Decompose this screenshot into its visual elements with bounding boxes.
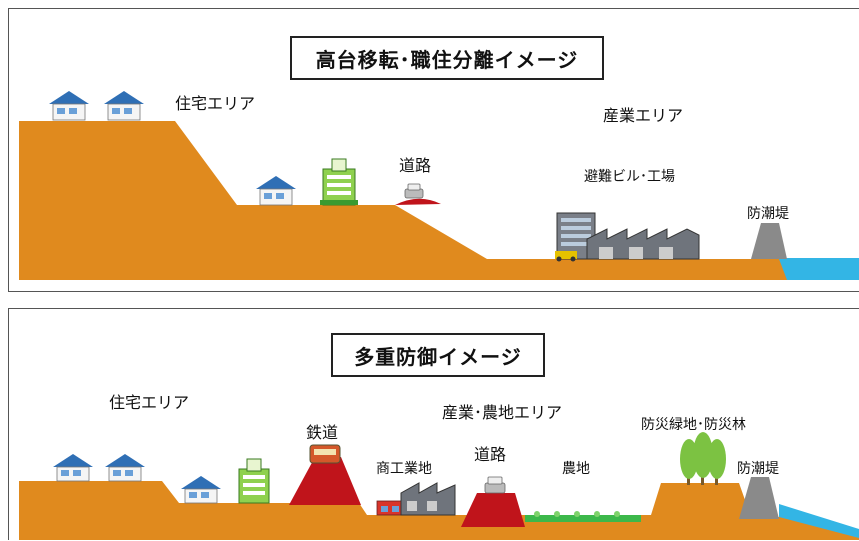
car-icon [404,183,424,199]
house-icon [105,454,145,482]
panel-multiple-defense: 多重防御イメージ 住宅エリア 鉄道 産業･農地エリア 商工業地 道路 農地 防災… [8,308,859,540]
label-road: 道路 [474,445,507,464]
panel-high-ground-relocation: 高台移転･職住分離イメージ 住宅エリア 道路 産業エリア 避難ビル･工場 防潮堤 [8,8,859,292]
house-icon [104,91,144,121]
road-embankment [395,198,441,205]
hospital-building-icon [238,458,270,504]
truck-icon [555,251,577,262]
ground-terrain [19,121,787,280]
farmland-strip [525,515,641,522]
house-icon [256,176,296,206]
label-seawall: 防潮堤 [737,461,779,477]
crops-icon [534,511,620,517]
label-seawall: 防潮堤 [747,206,789,222]
label-road: 道路 [399,156,432,175]
label-industrial-area: 産業エリア [603,106,684,125]
bottom-cross-section-illustration [19,432,859,540]
house-icon [53,454,93,482]
seawall [739,477,779,519]
hospital-building-icon [320,158,358,206]
label-commercial-industrial-area: 商工業地 [376,461,432,477]
disaster-prevention-forest [680,432,726,485]
car-icon [484,476,506,494]
label-railway: 鉄道 [306,423,339,442]
label-green-buffer-forest: 防災緑地･防災林 [641,417,746,433]
road-embankment [461,493,525,527]
top-cross-section-illustration [19,91,859,280]
shop-icon [376,500,404,516]
diagram-title: 高台移転･職住分離イメージ [290,36,604,80]
factory-icon [586,228,700,260]
ground-terrain [19,481,859,540]
railway-embankment [289,457,361,505]
label-industry-farmland-area: 産業･農地エリア [442,403,563,422]
diagram-title: 多重防御イメージ [331,333,545,377]
label-farmland: 農地 [562,461,590,477]
train-icon [309,444,341,464]
house-icon [181,476,221,504]
label-residential-area: 住宅エリア [175,94,256,113]
label-evacuation-building-factory: 避難ビル･工場 [584,169,675,185]
factory-icon [400,482,456,516]
seawall [751,223,787,259]
sea [779,258,859,280]
house-icon [49,91,89,121]
label-residential-area: 住宅エリア [109,393,190,412]
